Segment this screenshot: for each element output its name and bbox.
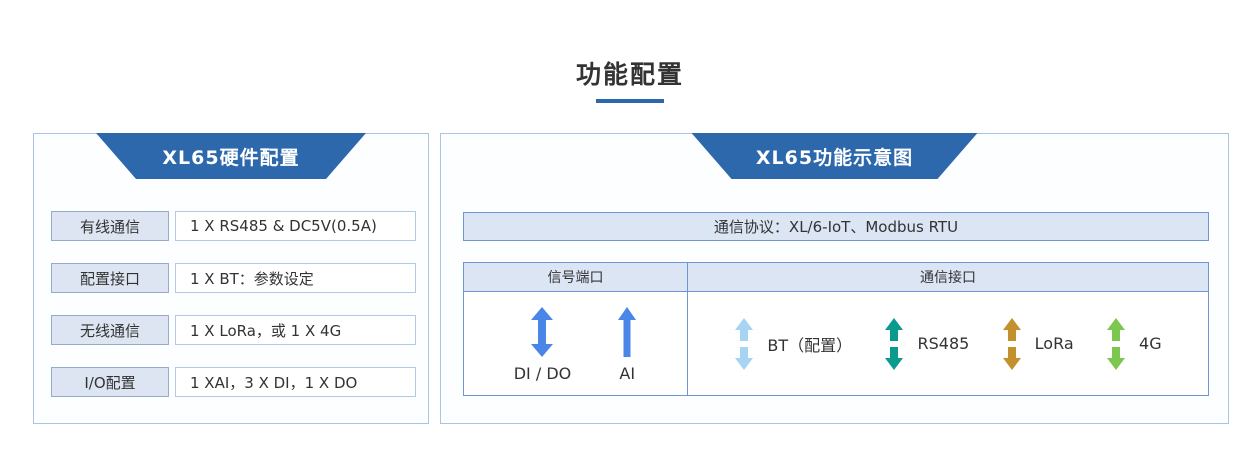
hardware-row-value: 1 XAI，3 X DI，1 X DO [175, 367, 416, 397]
page-header: 功能配置 [0, 55, 1260, 103]
hardware-config-panel: XL65硬件配置 有线通信 1 X RS485 & DC5V(0.5A) 配置接… [33, 133, 429, 424]
hardware-row-label: 无线通信 [51, 315, 169, 345]
hardware-row-value: 1 X BT：参数设定 [175, 263, 416, 293]
up-arrow-icon [618, 307, 637, 357]
comm-item-lora: LoRa [1002, 317, 1074, 370]
function-table-header: 信号端口 通信接口 [464, 263, 1208, 292]
double-arrow-icon [531, 307, 554, 357]
comm-item-label: 4G [1139, 334, 1162, 353]
hardware-panel-title: XL65硬件配置 [162, 146, 300, 169]
function-table: 信号端口 通信接口 DI / DO AI [463, 262, 1209, 396]
split-double-arrow-icon [735, 317, 754, 370]
signal-item-label: AI [619, 364, 636, 383]
signal-port-header: 信号端口 [464, 263, 688, 291]
comm-item-label: LoRa [1034, 334, 1074, 353]
comm-item-label: BT（配置） [767, 335, 853, 355]
hardware-row-wired: 有线通信 1 X RS485 & DC5V(0.5A) [51, 211, 416, 241]
hardware-row-label: 有线通信 [51, 211, 169, 241]
signal-item-label: DI / DO [513, 364, 572, 383]
hardware-row-config: 配置接口 1 X BT：参数设定 [51, 263, 416, 293]
function-table-body: DI / DO AI BT（配置） [464, 292, 1208, 395]
title-underline [596, 99, 664, 103]
function-panel-title: XL65功能示意图 [755, 146, 914, 169]
comm-item-bt: BT（配置） [734, 317, 853, 370]
signal-item-dido: DI / DO [513, 307, 572, 395]
signal-item-ai: AI [617, 307, 637, 395]
hardware-row-wireless: 无线通信 1 X LoRa，或 1 X 4G [51, 315, 416, 345]
page-title: 功能配置 [575, 60, 684, 89]
hardware-rows: 有线通信 1 X RS485 & DC5V(0.5A) 配置接口 1 X BT：… [51, 211, 416, 397]
split-double-arrow-icon [885, 317, 904, 370]
protocol-text: 通信协议：XL/6-IoT、Modbus RTU [713, 218, 959, 236]
hardware-row-label: I/O配置 [51, 367, 169, 397]
hardware-row-io: I/O配置 1 XAI，3 X DI，1 X DO [51, 367, 416, 397]
comm-item-4g: 4G [1106, 317, 1162, 370]
comm-item-label: RS485 [917, 334, 970, 353]
comm-interface-header: 通信接口 [688, 263, 1208, 291]
protocol-bar: 通信协议：XL/6-IoT、Modbus RTU [463, 212, 1209, 241]
comm-interface-cell: BT（配置） RS485 LoRa [688, 292, 1208, 395]
split-double-arrow-icon [1107, 317, 1126, 370]
hardware-panel-header: XL65硬件配置 [96, 133, 366, 179]
signal-port-cell: DI / DO AI [464, 292, 688, 395]
split-double-arrow-icon [1002, 317, 1021, 370]
hardware-row-value: 1 X RS485 & DC5V(0.5A) [175, 211, 416, 241]
hardware-row-label: 配置接口 [51, 263, 169, 293]
function-panel-header: XL65功能示意图 [692, 133, 978, 179]
function-diagram-panel: XL65功能示意图 通信协议：XL/6-IoT、Modbus RTU 信号端口 … [440, 133, 1229, 424]
hardware-row-value: 1 X LoRa，或 1 X 4G [175, 315, 416, 345]
comm-item-rs485: RS485 [884, 317, 970, 370]
